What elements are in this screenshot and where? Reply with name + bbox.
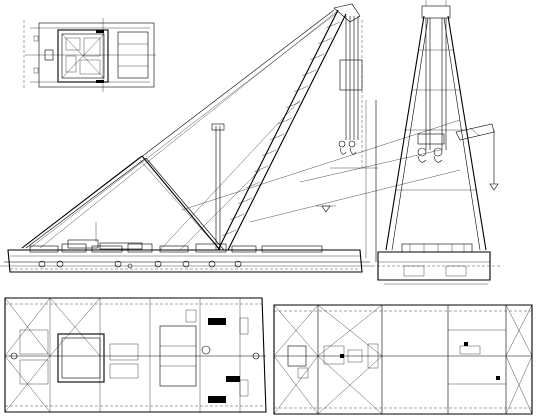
inset-deck-plan: [23, 18, 156, 92]
main-deck-plan: [4, 297, 267, 413]
lower-deck-plan: [273, 304, 533, 415]
crane-vessel-side-view: [0, 3, 461, 273]
crane-vessel-end-view: [372, 0, 500, 285]
